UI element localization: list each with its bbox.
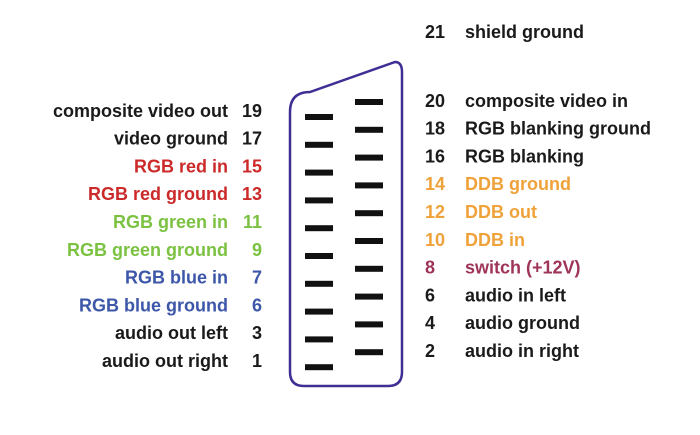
right-pin-number: 10	[425, 230, 445, 250]
left-pin-number: 6	[252, 295, 262, 315]
right-pin-number: 6	[425, 285, 435, 305]
right-pin-labels: shield ground composite video in RGB blank…	[465, 22, 651, 361]
pin-contact-right	[355, 182, 383, 189]
pins-layer	[305, 99, 383, 371]
left-pin-number: 13	[242, 184, 262, 204]
pin-contact-right	[355, 154, 383, 161]
left-pin-label: audio out right	[102, 351, 228, 371]
left-pin-number: 1	[252, 351, 262, 371]
left-pin-label: RGB blue in	[125, 268, 228, 288]
pin-contact-left	[305, 336, 333, 343]
right-pin-number: 4	[425, 313, 435, 333]
right-pin-label: shield ground	[465, 22, 584, 42]
pin-contact-right	[355, 99, 383, 105]
pin-contact-right	[355, 265, 383, 272]
left-pin-label: RGB red ground	[88, 184, 228, 204]
right-pin-label: DDB out	[465, 202, 537, 222]
left-pin-label: RGB green in	[113, 212, 228, 232]
left-pin-label: video ground	[114, 129, 228, 149]
pin-contact-right	[355, 321, 383, 328]
connector-outline	[288, 60, 404, 388]
left-pin-number: 11	[243, 212, 262, 232]
left-pin-label: RGB green ground	[67, 240, 228, 260]
right-pin-label: audio ground	[465, 313, 580, 333]
pin-contact-right	[355, 293, 383, 300]
right-pin-label: audio in right	[465, 341, 579, 361]
left-pin-label: composite video out	[53, 101, 228, 121]
right-pin-number: 20	[425, 91, 445, 111]
left-pin-label: audio out left	[115, 323, 228, 343]
right-pin-numbers: 21 20 18 16 14 12 10 8 6 4 2	[425, 22, 445, 361]
right-pin-number: 12	[425, 202, 445, 222]
pin-contact-left	[305, 253, 333, 259]
pin-contact-right	[355, 238, 383, 244]
pin-contact-left	[305, 197, 333, 204]
pin-contact-right	[355, 126, 383, 133]
left-pin-number: 15	[242, 156, 262, 176]
left-pin-number: 19	[242, 101, 262, 121]
pin-contact-right	[355, 349, 383, 356]
right-pin-label: RGB blanking	[465, 146, 584, 166]
right-pin-number: 8	[425, 258, 435, 278]
pin-contact-left	[305, 114, 333, 120]
right-pin-number: 21	[425, 22, 445, 42]
right-pin-label: switch (+12V)	[465, 258, 581, 278]
right-pin-label: DDB in	[465, 230, 525, 250]
left-pin-label: RGB red in	[134, 156, 228, 176]
pin-contact-right	[355, 210, 383, 217]
right-pin-label: audio in left	[465, 285, 566, 305]
pin-contact-left	[305, 141, 333, 148]
pin-contact-left	[305, 364, 333, 371]
left-pin-numbers: 19 17 15 13 11 9 7 6 3 1	[242, 101, 262, 371]
right-pin-number: 14	[425, 174, 445, 194]
pin-contact-left	[305, 280, 333, 287]
pin-contact-left	[305, 169, 333, 176]
left-pin-number: 9	[252, 240, 262, 260]
left-pin-label: RGB blue ground	[79, 295, 228, 315]
left-pin-number: 17	[242, 129, 262, 149]
pin-contact-left	[305, 225, 333, 232]
right-pin-number: 2	[425, 341, 435, 361]
pin-contact-left	[305, 308, 333, 315]
right-pin-number: 18	[425, 119, 445, 139]
right-pin-label: DDB ground	[465, 174, 571, 194]
left-pin-number: 3	[252, 323, 262, 343]
right-pin-label: composite video in	[465, 91, 628, 111]
left-pin-number: 7	[252, 268, 262, 288]
right-pin-number: 16	[425, 146, 445, 166]
right-pin-label: RGB blanking ground	[465, 119, 651, 139]
